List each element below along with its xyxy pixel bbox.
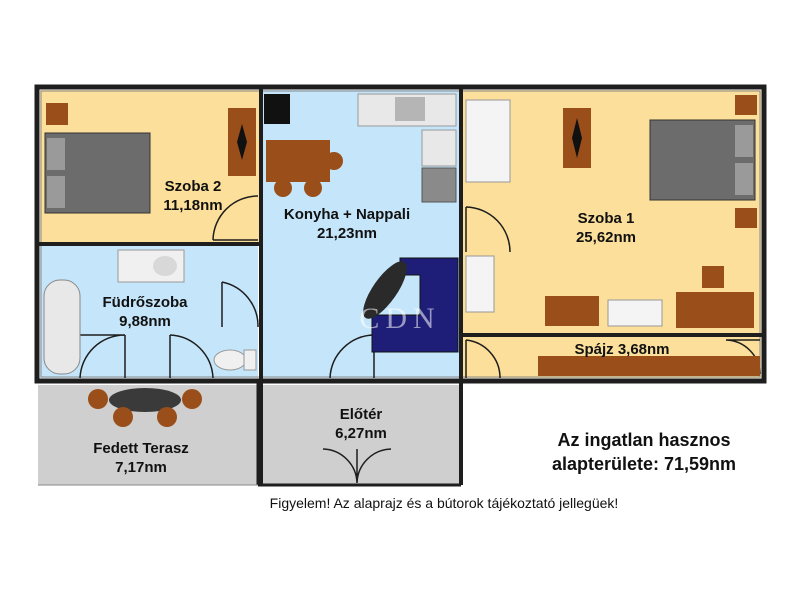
nightstand [46, 103, 68, 125]
fan-icon [572, 118, 582, 158]
room-label-spajz: Spájz 3,68nm [562, 340, 682, 359]
room-name: Spájz 3,68nm [574, 341, 670, 358]
oven [421, 167, 457, 203]
room-name: Konyha + Nappali [283, 206, 411, 223]
room-area: 25,62nm [575, 229, 637, 246]
room-area: 9,88nm [119, 313, 171, 330]
door-swings [79, 195, 761, 484]
room-label-eloter: Előtér 6,27nm [318, 405, 404, 443]
room-area: 21,23nm [316, 225, 378, 242]
chair [88, 389, 108, 409]
total-area-line2: alapterülete: 71,59nm [551, 454, 737, 474]
room-label-konyha: Konyha + Nappali 21,23nm [272, 205, 422, 243]
total-area: Az ingatlan hasznos alapterülete: 71,59n… [518, 428, 770, 476]
room-label-szoba2: Szoba 2 11,18nm [150, 177, 236, 215]
fan-icon [237, 124, 247, 160]
room-name: Szoba 1 [577, 210, 635, 227]
cabinet [465, 255, 495, 313]
bathtub [43, 279, 81, 375]
basin-bowl [153, 256, 177, 276]
room-label-furdo: Füdrőszoba 9,88nm [88, 293, 202, 331]
toilet [213, 349, 247, 371]
total-area-line1: Az ingatlan hasznos [557, 430, 731, 450]
desk [545, 296, 599, 326]
chair [157, 407, 177, 427]
room-area: 11,18nm [163, 197, 223, 214]
stove [264, 94, 290, 124]
chair [304, 179, 322, 197]
dining-table [266, 140, 330, 182]
pillow [47, 138, 65, 170]
nightstand [735, 95, 757, 115]
room-label-terasz: Fedett Terasz 7,17nm [78, 439, 204, 477]
room-name: Előtér [339, 406, 383, 423]
room-area: 6,27nm [335, 425, 387, 442]
pillow [47, 176, 65, 208]
toilet-tank [243, 349, 257, 371]
inner-wall-line [40, 90, 761, 378]
chair [702, 266, 724, 288]
fridge [421, 129, 457, 167]
chair [182, 389, 202, 409]
sink [395, 97, 425, 121]
terrace-table [109, 388, 181, 412]
chair [274, 179, 292, 197]
outer-wall [34, 84, 767, 384]
pillow [735, 163, 753, 195]
chair [113, 407, 133, 427]
room-name: Fedett Terasz [93, 440, 189, 457]
cabinet [465, 99, 511, 183]
room-name: Szoba 2 [164, 178, 222, 195]
room-area: 7,17nm [115, 459, 167, 476]
disclaimer: Figyelem! Az alaprajz és a bútorok tájék… [269, 495, 619, 511]
room-label-szoba1: Szoba 1 25,62nm [556, 209, 656, 247]
chair [325, 152, 343, 170]
desk [607, 299, 663, 327]
room-name: Füdrőszoba [102, 294, 188, 311]
shelf [538, 356, 760, 376]
pillow [735, 125, 753, 157]
desk [676, 292, 754, 328]
watermark: CDN [359, 302, 440, 335]
coffee-table [363, 261, 407, 319]
eloter-floor [263, 385, 460, 485]
nightstand [735, 208, 757, 228]
